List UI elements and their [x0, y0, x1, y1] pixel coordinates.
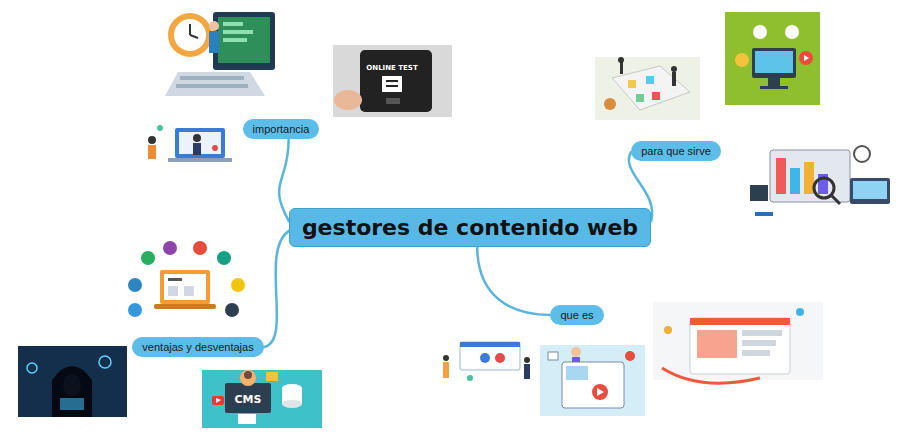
branch-topic: para que sirve: [631, 141, 721, 161]
topic-text: ventajas y desventajas: [142, 341, 253, 353]
screen-text: ONLINE TEST: [366, 64, 417, 72]
branch-topic: que es: [550, 305, 603, 325]
browser-illustration: [653, 302, 823, 383]
branch-topic: importancia: [243, 119, 320, 139]
branch-connector: [279, 139, 289, 221]
topic-text: gestores de contenido web: [302, 215, 638, 240]
topic-text: para que sirve: [641, 145, 711, 157]
screen-text: CMS: [235, 393, 262, 406]
branch-connector: [264, 231, 289, 347]
cms-illustration: [202, 370, 322, 428]
branch-connector: [477, 247, 550, 316]
social-media-illustration: [540, 345, 645, 416]
game-board-illustration: [595, 57, 700, 120]
online-test-illustration: [333, 45, 452, 117]
hacker-illustration: [18, 346, 127, 417]
dashboard-illustration: [735, 138, 900, 225]
branch-topic: ventajas y desventajas: [132, 337, 263, 357]
website-team-illustration: [443, 342, 530, 381]
web-icons-illustration: [128, 241, 245, 317]
e-learning-illustration: [725, 12, 820, 105]
people-laptop-illustration: [148, 125, 232, 162]
topic-text: importancia: [253, 123, 310, 135]
topic-text: que es: [560, 309, 593, 321]
central-topic: gestores de contenido web: [289, 208, 651, 247]
clock-computer-illustration: [165, 12, 275, 96]
